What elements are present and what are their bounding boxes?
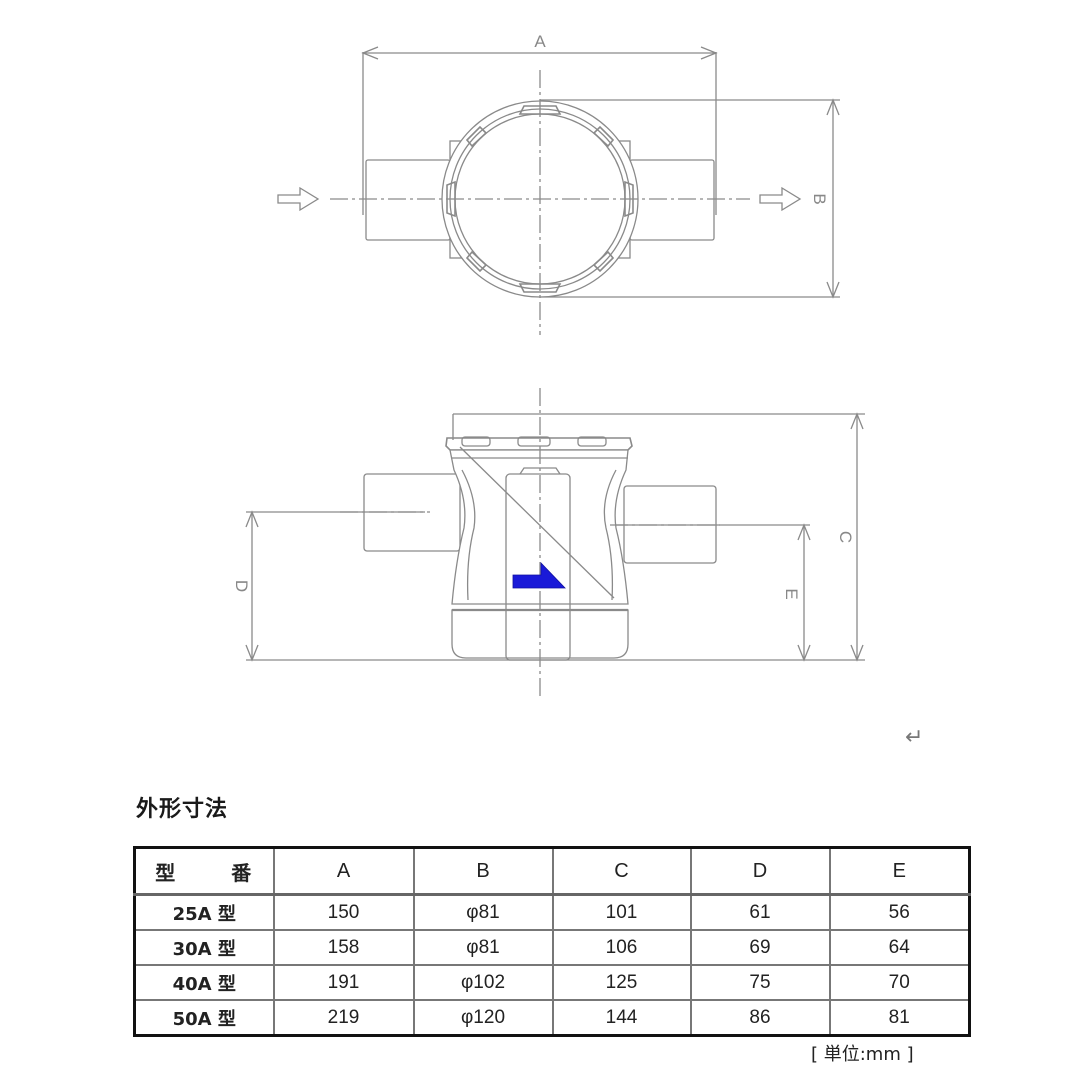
technical-drawing: A B C D E	[232, 32, 865, 700]
cell-model: 30A 型	[133, 929, 275, 966]
cell-model: 50A 型	[133, 999, 275, 1037]
table-row: 30A 型 158 φ81 106 69 64	[133, 929, 971, 966]
cell-c: 106	[551, 929, 692, 966]
dim-label-e: E	[782, 588, 801, 599]
cell-model: 25A 型	[133, 893, 275, 931]
cell-a: 191	[272, 964, 415, 1001]
cell-d: 69	[689, 929, 831, 966]
table-header-row: 型 番 A B C D E	[133, 846, 971, 896]
table-row: 40A 型 191 φ102 125 75 70	[133, 964, 971, 1001]
return-mark-icon: ↵	[905, 725, 924, 750]
cell-b: φ120	[412, 999, 554, 1037]
cell-e: 70	[828, 964, 971, 1001]
dim-label-b: B	[810, 193, 829, 204]
cell-b: φ81	[412, 929, 554, 966]
cell-e: 81	[828, 999, 971, 1037]
dim-label-c: C	[836, 531, 855, 543]
header-model: 型 番	[133, 846, 275, 896]
side-view	[245, 388, 865, 700]
header-a: A	[272, 846, 415, 896]
table-row: 50A 型 219 φ120 144 86 81	[133, 999, 971, 1037]
cell-a: 150	[272, 893, 415, 931]
cell-c: 144	[551, 999, 692, 1037]
cell-a: 219	[272, 999, 415, 1037]
header-e: E	[828, 846, 971, 896]
cell-b: φ81	[412, 893, 554, 931]
dim-label-a: A	[534, 32, 546, 51]
unit-note: [ 単位:mm ]	[811, 1044, 914, 1065]
dim-label-d: D	[232, 580, 251, 592]
flow-direction-icon	[512, 562, 566, 589]
cell-c: 101	[551, 893, 692, 931]
table-row: 25A 型 150 φ81 101 61 56	[133, 893, 971, 931]
cell-d: 86	[689, 999, 831, 1037]
cell-b: φ102	[412, 964, 554, 1001]
outlet-arrow-icon	[759, 186, 802, 212]
cell-d: 61	[689, 893, 831, 931]
cell-d: 75	[689, 964, 831, 1001]
cell-e: 64	[828, 929, 971, 966]
cell-model: 40A 型	[133, 964, 275, 1001]
header-b: B	[412, 846, 554, 896]
top-view	[277, 46, 840, 335]
cell-c: 125	[551, 964, 692, 1001]
inlet-arrow-icon	[277, 186, 320, 212]
dimensions-table: 型 番 A B C D E 25A 型 150 φ81 101 61 56 30…	[133, 846, 971, 1037]
header-d: D	[689, 846, 831, 896]
header-c: C	[551, 846, 692, 896]
cell-a: 158	[272, 929, 415, 966]
cell-e: 56	[828, 893, 971, 931]
section-title: 外形寸法	[136, 797, 229, 822]
